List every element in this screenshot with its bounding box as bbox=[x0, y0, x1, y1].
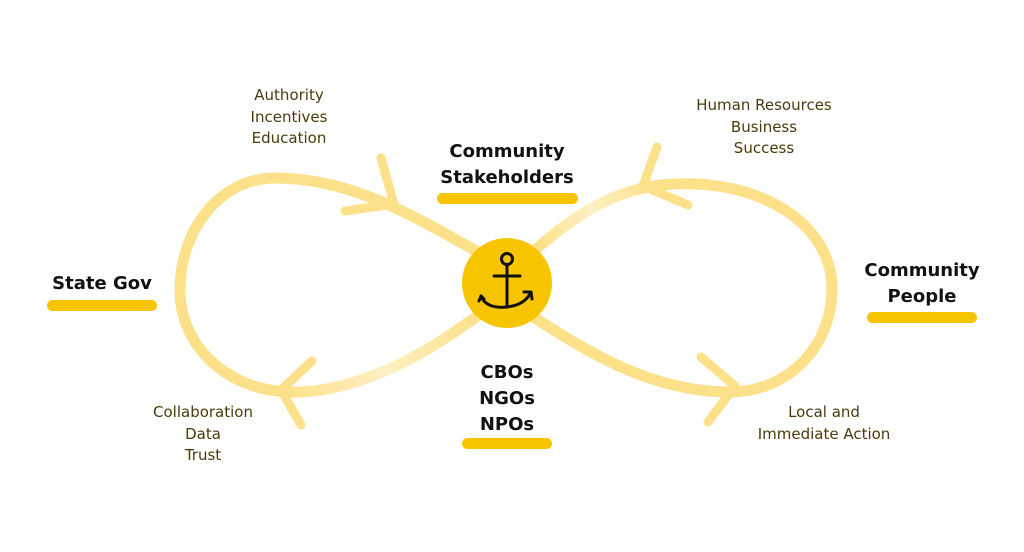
flow-bottom-left-line-2: Data bbox=[185, 424, 221, 443]
flow-top-left-line-3: Education bbox=[251, 129, 327, 147]
node-stakeholders-line-1: Community bbox=[449, 141, 565, 162]
node-stakeholders-line-2: Stakeholders bbox=[440, 167, 574, 188]
node-center-orgs-underline bbox=[462, 438, 552, 449]
arrow-top-left bbox=[340, 153, 399, 216]
node-stakeholders: Community Stakeholders bbox=[427, 139, 587, 191]
flow-top-left: Authority Incentives Education bbox=[219, 85, 359, 150]
node-stakeholders-underline bbox=[437, 193, 578, 204]
loop-left-bottom bbox=[279, 304, 491, 398]
node-state-gov-underline bbox=[47, 300, 157, 311]
flow-top-right-line-3: Success bbox=[733, 139, 795, 157]
node-community-people-line-2: People bbox=[887, 286, 957, 307]
flow-bottom-right: Local and Immediate Action bbox=[739, 402, 909, 445]
arrow-bottom-right bbox=[696, 352, 740, 427]
node-state-gov: State Gov bbox=[32, 271, 172, 297]
anchor-icon bbox=[477, 252, 534, 309]
flow-top-right: Human Resources Business Success bbox=[674, 95, 854, 160]
flow-bottom-left-line-1: Collaboration bbox=[153, 403, 253, 421]
loop-right-main bbox=[529, 178, 838, 398]
node-community-people-underline bbox=[867, 312, 977, 323]
flow-bottom-right-line-2: Immediate Action bbox=[757, 424, 891, 443]
flow-bottom-left-line-3: Trust bbox=[184, 446, 222, 464]
flow-bottom-left: Collaboration Data Trust bbox=[133, 402, 273, 467]
flow-top-right-line-1: Human Resources bbox=[696, 96, 832, 114]
node-center-orgs-line-3: NPOs bbox=[479, 414, 535, 435]
arrow-top-right bbox=[638, 142, 693, 210]
node-center-orgs-line-1: CBOs bbox=[480, 362, 534, 383]
flow-top-left-line-1: Authority bbox=[254, 86, 324, 104]
node-community-people-line-1: Community bbox=[864, 260, 980, 281]
flow-top-right-line-2: Business bbox=[730, 117, 798, 136]
node-community-people: Community People bbox=[842, 258, 1002, 310]
arrow-bottom-left bbox=[276, 356, 317, 430]
flow-bottom-right-line-1: Local and bbox=[788, 403, 860, 421]
loop-left-top bbox=[174, 172, 491, 398]
node-center-orgs: CBOs NGOs NPOs bbox=[447, 360, 567, 438]
flow-top-left-line-2: Incentives bbox=[250, 107, 328, 126]
node-center-orgs-line-2: NGOs bbox=[479, 388, 535, 409]
node-state-gov-label: State Gov bbox=[52, 273, 152, 294]
